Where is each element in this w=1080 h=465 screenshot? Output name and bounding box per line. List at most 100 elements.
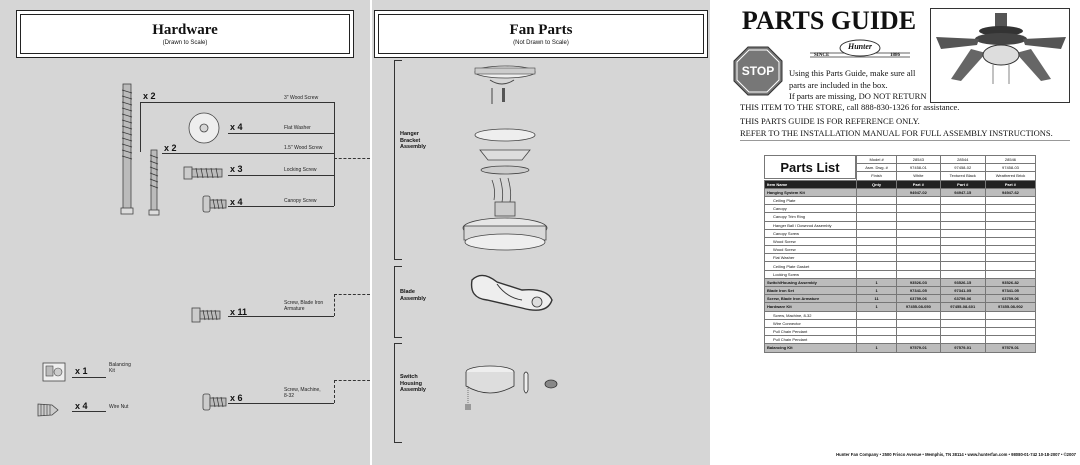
parts-cell: 97579-01	[896, 343, 941, 353]
parts-header-cell: 28543	[896, 154, 941, 165]
blade-iron-icon	[470, 274, 553, 311]
hardware-panel: Hardware (Drawn to Scale) x 2 3" Wood Sc…	[0, 0, 370, 465]
wood-screw-1-5in-qty: x 2	[164, 143, 177, 153]
parts-cell	[984, 220, 1037, 230]
parts-cell: Wood Screw	[764, 236, 857, 247]
parts-header-cell: 97458-01	[896, 163, 941, 173]
stop-sign-icon	[733, 46, 783, 96]
parts-cell	[939, 228, 986, 238]
parts-cell	[855, 212, 898, 222]
canopy-screw-qty: x 4	[230, 197, 243, 207]
parts-header-cell: Finish	[855, 171, 898, 181]
balancing-kit-icon	[42, 362, 66, 382]
parts-column-header: Part #	[939, 179, 986, 189]
blade-hardware-connector	[334, 294, 370, 295]
flat-washer-label: Flat Washer	[284, 125, 311, 131]
hanger-parts-icon	[462, 65, 548, 251]
parts-cell: 1	[855, 277, 898, 288]
parts-cell: Hanger Ball / Downrod Assembly	[764, 220, 857, 230]
hunter-since-text: SINCE	[814, 53, 830, 58]
parts-row: Hanger Ball / Downrod Assembly	[764, 220, 1037, 230]
parts-column-header: Part #	[896, 179, 941, 189]
blade-assembly-label: Blade Assembly	[400, 289, 426, 302]
parts-cell	[896, 261, 941, 271]
parts-header-cell: 28546	[984, 154, 1037, 165]
parts-cell	[855, 204, 898, 214]
locking-screw-qty: x 3	[230, 164, 243, 174]
canopy-screw-icon	[202, 195, 227, 213]
parts-cell	[939, 318, 986, 328]
parts-cell: Canopy	[764, 204, 857, 214]
canopy-screw-label: Canopy Screw	[284, 198, 317, 204]
parts-cell	[939, 195, 986, 206]
machine-screw-qty: x 6	[230, 393, 243, 403]
parts-cell	[855, 335, 898, 345]
fan-parts-panel: Fan Parts (Not Drawn to Scale) Hanger Br…	[372, 0, 710, 465]
parts-cell: Canopy Screw	[764, 228, 857, 238]
parts-cell: 94947-15	[939, 187, 986, 197]
parts-header-cell: Model #	[855, 154, 898, 165]
stop-sign-text: STOP	[741, 64, 775, 78]
parts-cell: 97455-08-601	[939, 302, 986, 312]
blade-iron-screw-leader	[228, 316, 334, 317]
parts-header-cell: 28544	[939, 154, 986, 165]
parts-cell	[896, 269, 941, 279]
parts-cell	[896, 335, 941, 345]
parts-row: Canopy Screw	[764, 228, 1037, 238]
parts-cell: 93526-82	[984, 277, 1037, 288]
parts-cell	[855, 220, 898, 230]
flat-washer-qty: x 4	[230, 122, 243, 132]
fan-parts-subtitle: (Not Drawn to Scale)	[513, 40, 569, 46]
hardware-subtitle: (Drawn to Scale)	[162, 40, 208, 46]
parts-cell: Flat Washer	[764, 253, 857, 263]
parts-cell: 97341-05	[939, 285, 986, 296]
hanger-hardware-connector	[334, 158, 370, 159]
parts-row: Screw, Machine, 8-32	[764, 310, 1037, 320]
switch-bracket-outline	[394, 343, 402, 443]
hunter-brand-text: Hunter	[847, 42, 872, 51]
hunter-year-text: 1886	[890, 53, 900, 58]
parts-cell: 1	[855, 302, 898, 312]
wire-nut-label: Wire Nut	[109, 404, 129, 410]
locking-screw-leader	[228, 175, 334, 176]
parts-cell: Pull Chain Pendant	[764, 326, 857, 337]
parts-cell: 97341-05	[984, 285, 1037, 296]
parts-cell	[855, 228, 898, 238]
parts-cell	[984, 318, 1037, 328]
guide-instruction-2: parts are included in the box.	[789, 80, 888, 90]
parts-cell	[939, 245, 986, 255]
parts-cell	[984, 195, 1037, 206]
canopy-screw-leader	[228, 206, 334, 207]
hardware-title-box: Hardware (Drawn to Scale)	[20, 14, 350, 54]
parts-cell	[939, 310, 986, 320]
parts-cell	[984, 269, 1037, 279]
parts-cell: 63759-06	[896, 294, 941, 304]
parts-cell	[939, 212, 986, 222]
locking-screw-label: Locking Screw	[284, 167, 317, 173]
parts-cell: 94947-02	[896, 187, 941, 197]
parts-row: Canopy	[764, 204, 1037, 214]
parts-cell	[896, 204, 941, 214]
machine-screw-icon	[202, 393, 227, 411]
parts-cell: 94947-62	[984, 187, 1037, 197]
parts-cell	[855, 310, 898, 320]
machine-screw-label: Screw, Machine, 8-32	[284, 387, 321, 399]
parts-row: Ceiling Plate Gasket	[764, 261, 1037, 271]
fan-parts-title: Fan Parts	[509, 22, 573, 38]
parts-cell	[896, 195, 941, 206]
switch-housing-assembly-label: Switch Housing Assembly	[400, 374, 426, 393]
parts-cell	[939, 253, 986, 263]
flat-washer-icon	[188, 112, 220, 144]
parts-cell	[939, 236, 986, 247]
parts-cell	[896, 245, 941, 255]
hardware-title: Hardware	[152, 22, 218, 38]
parts-list-title: Parts List	[764, 155, 856, 179]
parts-column-header: Qnty	[855, 179, 898, 189]
parts-cell: Wire Connector	[764, 318, 857, 328]
parts-cell: Pull Chain Pendant	[764, 335, 857, 345]
